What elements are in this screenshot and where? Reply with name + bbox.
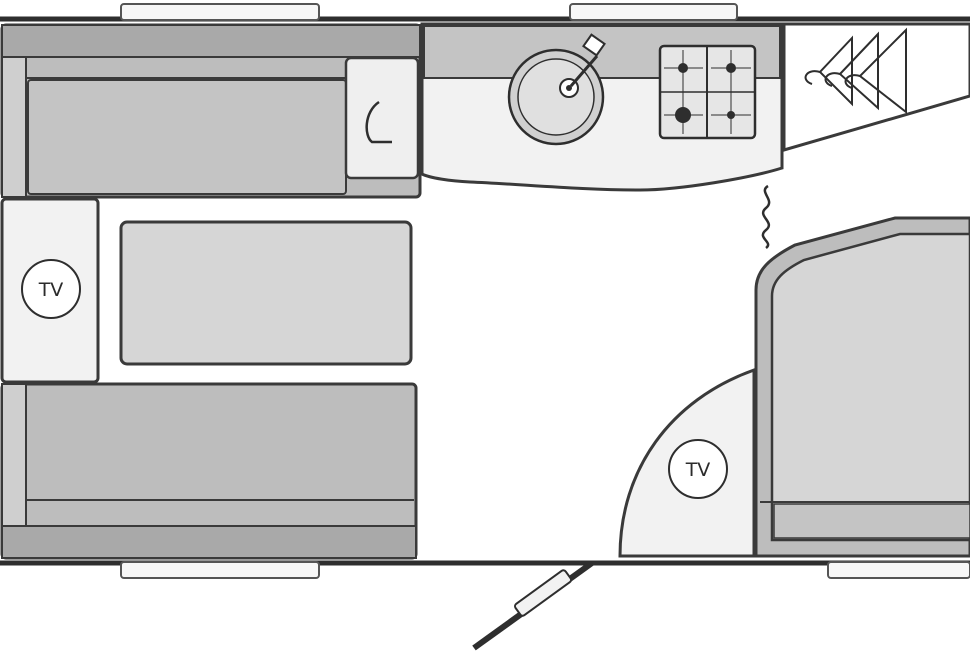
window-bottom-right xyxy=(827,561,970,579)
front-seat-bottom xyxy=(0,382,418,560)
heater-unit xyxy=(344,56,420,180)
front-table xyxy=(119,220,413,366)
wardrobe-icon xyxy=(804,27,907,115)
tv-rear-icon xyxy=(668,439,728,499)
windows xyxy=(120,3,970,579)
window-top-middle xyxy=(569,3,738,21)
heater-icon xyxy=(365,100,392,144)
hob-icon xyxy=(658,44,757,140)
tv-front-icon xyxy=(21,259,81,319)
window-top-left xyxy=(120,3,320,21)
rear-tv-unit: TV xyxy=(618,367,756,558)
window-bottom-left xyxy=(120,561,320,579)
curtain-icon xyxy=(761,184,771,249)
door-icon xyxy=(472,560,598,653)
front-tv-panel: TV xyxy=(0,197,100,384)
wardrobe-unit xyxy=(782,22,970,152)
tap-icon xyxy=(569,33,606,87)
front-seat-top xyxy=(0,23,422,199)
tv-rear-label: TV xyxy=(685,459,711,481)
sink-icon xyxy=(507,48,605,146)
tv-front-label: TV xyxy=(38,279,64,301)
rear-bed xyxy=(754,216,970,558)
